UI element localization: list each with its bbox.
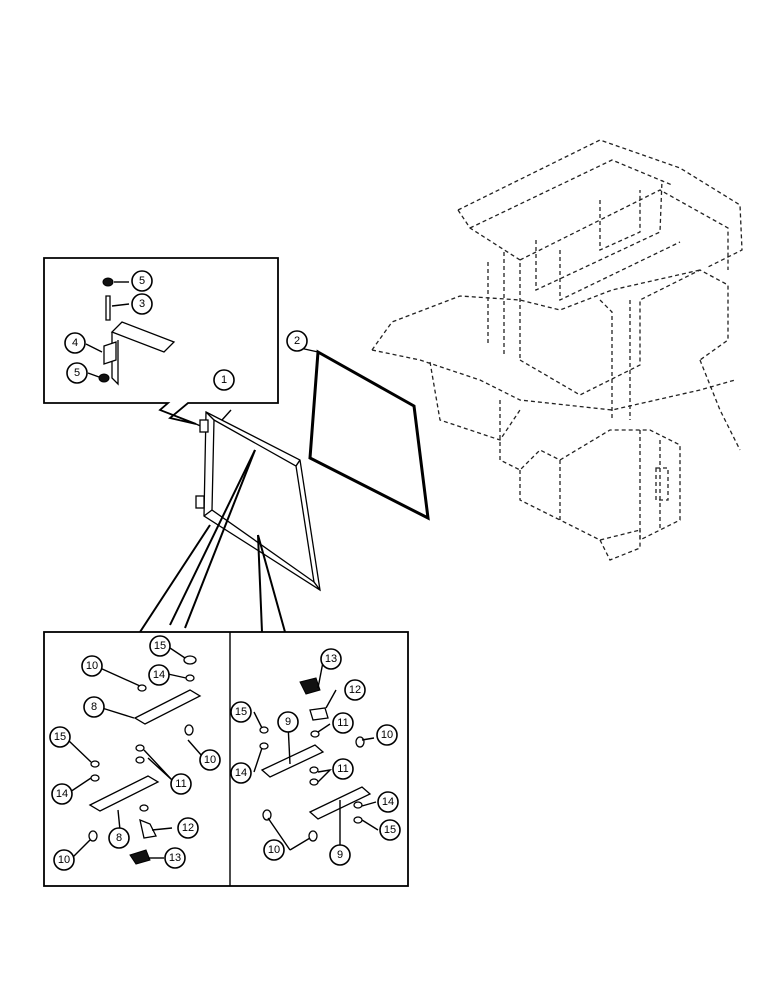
svg-text:8: 8 xyxy=(91,701,97,713)
callout-left-14b: 14 xyxy=(51,783,73,805)
svg-text:14: 14 xyxy=(382,796,394,808)
svg-text:10: 10 xyxy=(86,660,98,672)
hinge-detail-inset xyxy=(43,257,279,425)
svg-text:14: 14 xyxy=(153,669,165,681)
callout-right-13: 13 xyxy=(320,648,342,670)
svg-text:12: 12 xyxy=(182,822,194,834)
callout-left-8b: 8 xyxy=(108,827,130,849)
svg-text:10: 10 xyxy=(381,729,393,741)
tractor-cab-outline xyxy=(371,139,743,561)
svg-text:2: 2 xyxy=(294,335,300,347)
callout-inset-3: 3 xyxy=(131,293,153,315)
svg-text:10: 10 xyxy=(204,754,216,766)
svg-text:15: 15 xyxy=(384,824,396,836)
callout-left-11: 11 xyxy=(170,773,192,795)
callouts: 5 3 4 5 1 2 15 10 14 8 10 15 11 14 8 12 … xyxy=(49,270,401,871)
svg-text:11: 11 xyxy=(337,717,348,729)
window-frame xyxy=(195,409,321,592)
bottom-detail-panels xyxy=(43,631,409,887)
svg-text:3: 3 xyxy=(139,298,145,310)
svg-text:5: 5 xyxy=(74,367,80,379)
callout-left-10b: 10 xyxy=(199,749,221,771)
callout-right-10a: 10 xyxy=(376,724,398,746)
svg-text:9: 9 xyxy=(285,716,291,728)
callout-left-10c: 10 xyxy=(53,849,75,871)
svg-text:12: 12 xyxy=(349,684,361,696)
callout-left-12: 12 xyxy=(177,817,199,839)
callout-inset-4: 4 xyxy=(64,332,86,354)
callout-right-14b: 14 xyxy=(377,791,399,813)
window-seal xyxy=(299,347,430,521)
callout-right-15b: 15 xyxy=(379,819,401,841)
svg-text:9: 9 xyxy=(337,849,343,861)
callout-inset-5b: 5 xyxy=(66,362,88,384)
callout-inset-5a: 5 xyxy=(131,270,153,292)
callout-right-10b: 10 xyxy=(263,839,285,861)
callout-frame: 1 xyxy=(213,369,235,391)
svg-text:10: 10 xyxy=(58,854,70,866)
callout-right-11b: 11 xyxy=(332,758,354,780)
svg-text:10: 10 xyxy=(268,844,280,856)
svg-text:15: 15 xyxy=(154,640,166,652)
svg-text:13: 13 xyxy=(325,653,337,665)
callout-right-14a: 14 xyxy=(230,762,252,784)
svg-text:14: 14 xyxy=(235,767,247,779)
callout-left-13: 13 xyxy=(164,847,186,869)
svg-text:4: 4 xyxy=(72,337,78,349)
svg-text:11: 11 xyxy=(337,763,348,775)
callout-seal: 2 xyxy=(286,330,308,352)
svg-text:5: 5 xyxy=(139,275,145,287)
callout-left-10a: 10 xyxy=(81,655,103,677)
svg-text:8: 8 xyxy=(116,832,122,844)
svg-text:15: 15 xyxy=(54,731,66,743)
callout-left-8a: 8 xyxy=(83,696,105,718)
svg-text:15: 15 xyxy=(235,706,247,718)
callout-right-12: 12 xyxy=(344,679,366,701)
callout-left-15b: 15 xyxy=(49,726,71,748)
callout-right-9a: 9 xyxy=(277,711,299,733)
svg-text:11: 11 xyxy=(175,778,186,790)
callout-right-9b: 9 xyxy=(329,844,351,866)
callout-right-15a: 15 xyxy=(230,701,252,723)
callout-right-11a: 11 xyxy=(332,712,354,734)
callout-left-15a: 15 xyxy=(149,635,171,657)
svg-text:14: 14 xyxy=(56,788,68,800)
svg-text:13: 13 xyxy=(169,852,181,864)
callout-left-14a: 14 xyxy=(148,664,170,686)
svg-text:1: 1 xyxy=(221,374,227,386)
